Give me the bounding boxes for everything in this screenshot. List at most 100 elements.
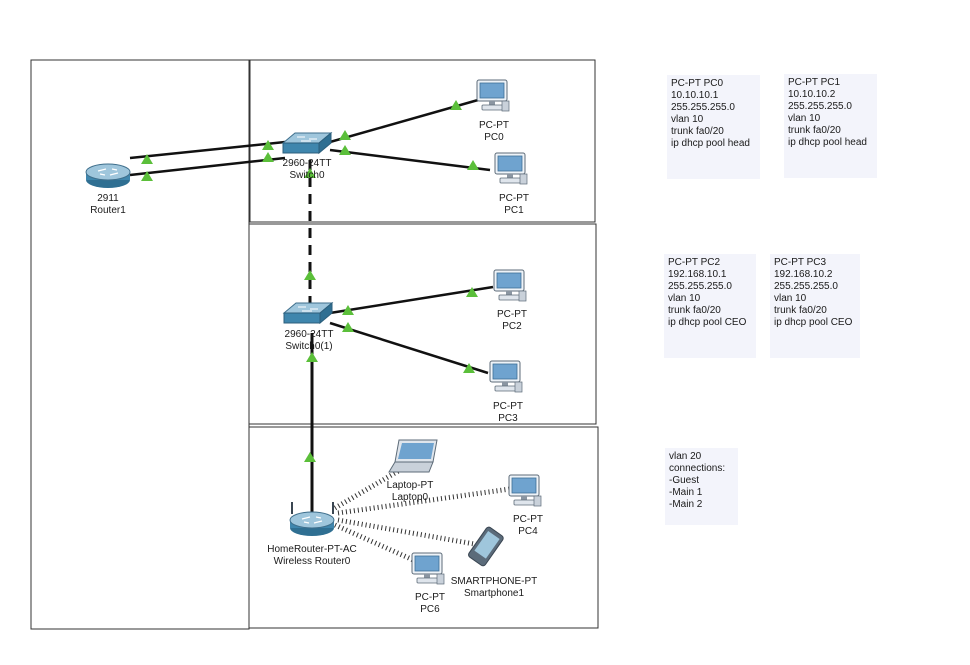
- note-line: -Main 2: [669, 499, 703, 510]
- note-line: ip dhcp pool head: [788, 137, 867, 148]
- link-up-indicator: [339, 145, 351, 155]
- note-line: trunk fa0/20: [774, 305, 827, 316]
- pc0-label: PC-PT PC0: [466, 120, 522, 144]
- note-line: ip dhcp pool head: [671, 138, 750, 149]
- device-model: 2960-24TT: [284, 329, 334, 340]
- pc4-label: PC-PT PC4: [500, 514, 556, 538]
- link-up-indicator: [306, 352, 318, 362]
- pc-icon[interactable]: [476, 79, 510, 112]
- area-wireless: [248, 426, 599, 629]
- note-line: 10.10.10.2: [788, 89, 836, 100]
- note-line: ip dhcp pool CEO: [774, 317, 853, 328]
- pc-icon[interactable]: [508, 474, 542, 507]
- note-line: trunk fa0/20: [671, 126, 724, 137]
- note-line: 255.255.255.0: [774, 281, 838, 292]
- device-model: PC-PT: [499, 193, 529, 204]
- device-name: Laptop0: [391, 492, 429, 503]
- pc-icon[interactable]: [411, 552, 445, 585]
- link-switch0-pc1: [329, 148, 491, 172]
- router1-label: 2911 Router1: [80, 193, 136, 217]
- pc1-label: PC-PT PC1: [486, 193, 542, 217]
- wrouter-label: HomeRouter-PT-AC Wireless Router0: [262, 544, 362, 568]
- note-pc1[interactable]: PC-PT PC1 10.10.10.2 255.255.255.0 vlan …: [784, 74, 877, 178]
- device-name: PC1: [504, 205, 524, 216]
- smartphone1-label: SMARTPHONE-PT Smartphone1: [448, 576, 540, 600]
- wireless-link-pc4: [337, 486, 511, 516]
- pc3-label: PC-PT PC3: [480, 401, 536, 425]
- link-up-indicator: [304, 270, 316, 280]
- area-head: [249, 59, 596, 223]
- note-line: 255.255.255.0: [671, 102, 735, 113]
- link-up-indicator: [467, 160, 479, 170]
- note-line: 192.168.10.2: [774, 269, 833, 280]
- device-name: Router1: [90, 205, 126, 216]
- note-line: 10.10.10.1: [671, 90, 719, 101]
- wireless-link-laptop0: [333, 467, 402, 511]
- router-icon[interactable]: [85, 163, 131, 189]
- device-model: 2960-24TT: [282, 158, 332, 169]
- switch0-label: 2960-24TT Switch0: [272, 158, 342, 182]
- note-line: vlan 10: [671, 114, 704, 125]
- note-line: PC-PT PC1: [788, 77, 841, 88]
- note-pc0[interactable]: PC-PT PC0 10.10.10.1 255.255.255.0 vlan …: [667, 75, 760, 179]
- device-name: PC6: [420, 604, 440, 615]
- device-model: PC-PT: [497, 309, 527, 320]
- link-router-switch0-a: [129, 140, 286, 160]
- wireless-link-smartphone1: [337, 517, 481, 548]
- note-line: connections:: [669, 463, 726, 474]
- device-model: SMARTPHONE-PT: [450, 576, 538, 587]
- note-line: ip dhcp pool CEO: [668, 317, 747, 328]
- note-line: vlan 10: [788, 113, 821, 124]
- area-router: [30, 59, 250, 630]
- device-name: PC4: [518, 526, 538, 537]
- smartphone-icon[interactable]: [466, 525, 505, 568]
- note-line: 255.255.255.0: [668, 281, 732, 292]
- note-line: PC-PT PC2: [668, 257, 721, 268]
- note-line: vlan 10: [774, 293, 807, 304]
- switch01-label: 2960-24TT Switch0(1): [272, 329, 346, 353]
- link-switch01-pc2: [329, 285, 494, 315]
- note-line: PC-PT PC0: [671, 78, 724, 89]
- pc-icon[interactable]: [494, 152, 528, 185]
- switch-icon[interactable]: [282, 132, 332, 154]
- note-vlan20[interactable]: vlan 20 connections: -Guest -Main 1 -Mai…: [665, 448, 738, 525]
- device-name: Switch0: [289, 170, 325, 181]
- pc-icon[interactable]: [493, 269, 527, 302]
- note-line: -Main 1: [669, 487, 703, 498]
- device-name: Switch0(1): [285, 341, 333, 352]
- link-up-indicator: [304, 452, 316, 462]
- device-model: PC-PT: [513, 514, 543, 525]
- link-up-indicator: [339, 130, 351, 140]
- pc2-label: PC-PT PC2: [484, 309, 540, 333]
- note-line: PC-PT PC3: [774, 257, 827, 268]
- switch-icon[interactable]: [283, 302, 333, 324]
- device-model: 2911: [97, 193, 119, 204]
- pc-icon[interactable]: [489, 360, 523, 393]
- note-pc2[interactable]: PC-PT PC2 192.168.10.1 255.255.255.0 vla…: [664, 254, 756, 358]
- link-router-switch0-b: [129, 156, 286, 177]
- note-line: trunk fa0/20: [788, 125, 841, 136]
- note-pc3[interactable]: PC-PT PC3 192.168.10.2 255.255.255.0 vla…: [770, 254, 860, 358]
- device-name: Smartphone1: [463, 588, 525, 599]
- device-name: PC2: [502, 321, 522, 332]
- device-name: PC3: [498, 413, 518, 424]
- device-name: PC0: [484, 132, 504, 143]
- laptop0-label: Laptop-PT Laptop0: [380, 480, 440, 504]
- device-model: HomeRouter-PT-AC: [267, 544, 357, 555]
- device-name: Wireless Router0: [273, 556, 351, 567]
- note-line: -Guest: [669, 475, 700, 486]
- device-model: Laptop-PT: [386, 480, 434, 491]
- note-line: 192.168.10.1: [668, 269, 727, 280]
- note-line: 255.255.255.0: [788, 101, 852, 112]
- laptop-icon[interactable]: [388, 439, 438, 473]
- note-line: vlan 20: [669, 451, 702, 462]
- note-line: trunk fa0/20: [668, 305, 721, 316]
- wireless-router-icon[interactable]: [289, 502, 335, 537]
- area-ceo: [248, 223, 597, 425]
- note-line: vlan 10: [668, 293, 701, 304]
- device-model: PC-PT: [493, 401, 523, 412]
- pc6-label: PC-PT PC6: [402, 592, 458, 616]
- link-switch01-pc3: [329, 321, 489, 375]
- device-model: PC-PT: [415, 592, 445, 603]
